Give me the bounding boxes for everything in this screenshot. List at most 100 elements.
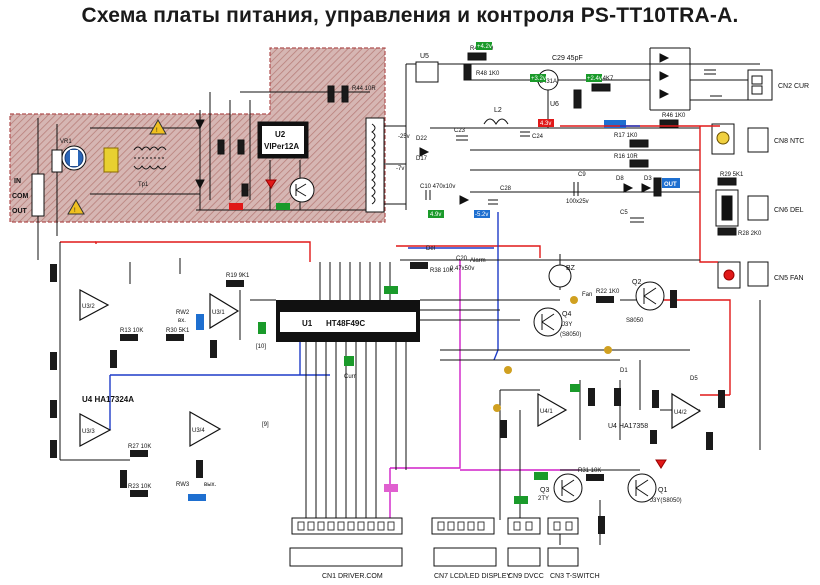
q1-part: J3Y(S8050) [650, 498, 682, 504]
r19-label: R19 9K1 [226, 273, 250, 279]
u3-3-label: U3/3 [82, 429, 95, 435]
tag-blue-mid [604, 120, 626, 128]
tag-gold-4 [570, 296, 578, 304]
tag-gold-3 [604, 346, 612, 354]
u3-2-label: U3/2 [82, 304, 95, 310]
tp1-label: Tp1 [138, 182, 149, 188]
r48-label: R48 1K0 [476, 71, 500, 77]
u5-label: U5 [420, 53, 429, 60]
c5-label: C5 [620, 210, 628, 216]
c20-value: 0.47x50v [450, 266, 474, 272]
tag-32v-text: +3.2v [531, 76, 546, 82]
q4-part: J3Y [562, 322, 572, 328]
r31-label: R31 10K [578, 468, 601, 474]
r54-label: R54 4K7 [590, 76, 614, 82]
tag-32v [530, 74, 546, 82]
u2-part: VIPer12A [264, 142, 299, 151]
tag-42v [476, 42, 492, 50]
q4-name: Q4 [562, 311, 571, 318]
out-label: OUT [12, 208, 28, 215]
tag-green-top-u1 [384, 286, 398, 294]
svg-text:!: ! [74, 208, 76, 214]
transistor-q3 [553, 473, 583, 503]
r38-label: R38 10K [430, 268, 453, 274]
q3-name: Q3 [540, 487, 549, 494]
bz-label: BZ [566, 265, 576, 272]
d17-label: D17 [416, 156, 428, 162]
vr1-label: VR1 [60, 139, 72, 145]
q3-part: 2TY [538, 496, 549, 502]
page-title: Схема платы питания, управления и контро… [81, 4, 739, 27]
tag-green-14v [258, 322, 266, 334]
tag-out [662, 178, 680, 188]
d1-label: D1 [620, 368, 628, 374]
cn9-label: CN9 DVCC [508, 573, 544, 580]
tag-green-q3 [534, 472, 548, 480]
d22-label: D22 [416, 136, 428, 142]
q2-name: Q2 [632, 279, 641, 286]
opamp-u3-2 [79, 288, 110, 322]
mains-input-section: ! ! [31, 110, 205, 260]
cn7-label: CN7 LCD/LED DISPLEY [434, 573, 511, 580]
tag-49v-text: 4.9v [430, 212, 441, 218]
r28-label: R28 2K0 [738, 231, 762, 237]
r44-label: R44 10R [352, 86, 376, 92]
c9-label: C9 [578, 172, 586, 178]
u1-name: U1 [302, 319, 313, 328]
transistor-q2 [635, 281, 665, 311]
tag-green-cn9 [514, 496, 528, 504]
d8-label: D8 [616, 176, 624, 182]
led-q1 [655, 459, 667, 469]
r17-label: R17 1K0 [614, 133, 638, 139]
q1-name: Q1 [658, 487, 667, 494]
tag-gold-2 [504, 366, 512, 374]
rw2-label: RW2 [176, 310, 190, 316]
r22-label: R22 1K0 [596, 289, 620, 295]
high-voltage-zone [9, 47, 386, 223]
opamp-u4-1 [537, 392, 568, 428]
r27-label: R27 10K [128, 444, 151, 450]
d3-label: D3 [644, 176, 652, 182]
c28-label: C28 [500, 186, 512, 192]
u4b-part-label: U4 HA17358 [608, 423, 648, 430]
l2-label: L2 [494, 107, 502, 114]
c23-label: C23 [454, 128, 466, 134]
in-label: IN [14, 178, 21, 185]
mid9-label: [9] [262, 422, 269, 428]
tag-49v [428, 210, 444, 218]
cn2-label: CN2 CUR [778, 83, 809, 90]
c24-label: C24 [532, 134, 544, 140]
opamp-u3-3 [79, 413, 112, 447]
u3-4-label: U3/4 [192, 428, 205, 434]
right-connectors [711, 69, 773, 289]
u2-name: U2 [275, 130, 286, 139]
c20-label: C20 [456, 256, 468, 262]
tag-green-mid [570, 384, 580, 392]
alarm-label: Alarm [470, 258, 486, 264]
tag-gold-1 [493, 404, 501, 412]
tag-42v-text: +4.2v [477, 44, 492, 50]
r46-label: R46 1K0 [662, 113, 686, 119]
rw3-label: RW3 [176, 482, 190, 488]
c10-label: C10 470x10v [420, 184, 455, 190]
tag-52v-text: -5.2v [475, 212, 488, 218]
u1-part: HT48F49C [326, 319, 365, 328]
rw3-out-label: вых. [204, 482, 217, 488]
u6-label: U6 [550, 101, 559, 108]
tag-43v [538, 119, 554, 127]
minus7v-label: -7v [396, 166, 404, 172]
r30-label: R30 5K1 [166, 328, 190, 334]
bottom-pins [297, 521, 573, 531]
u4-2-label: U4/2 [674, 410, 687, 416]
tag-33v [384, 484, 398, 492]
tag-green-primary [276, 203, 290, 210]
tag-43v-text: 4.3v [540, 121, 551, 127]
cn3-label: CN3 T-SWITCH [550, 573, 600, 580]
c29-label: C29 45pF [552, 55, 583, 62]
main-wiring [59, 242, 761, 545]
cn8-label: CN8 NTC [774, 138, 804, 145]
minus25v-label: -25v [398, 134, 410, 140]
cn6-label: CN6 DEL [774, 207, 804, 214]
transistor-q4 [533, 307, 563, 337]
u6-part: TL431A [536, 79, 557, 85]
